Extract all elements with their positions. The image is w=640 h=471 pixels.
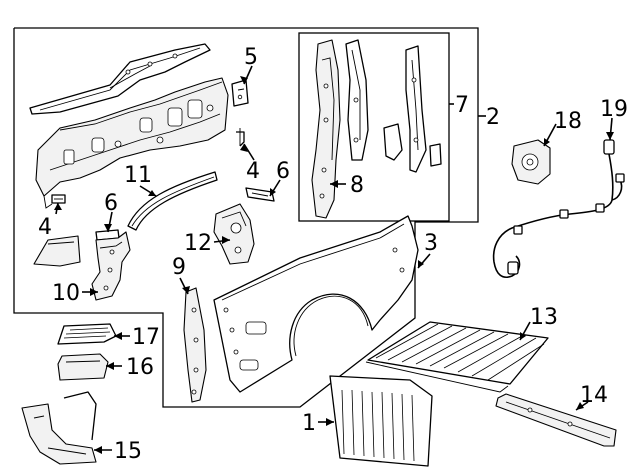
part-3-outer-panel <box>213 215 419 393</box>
part-4-clip-right <box>236 128 245 147</box>
pillar-reinforcement-part <box>383 45 442 173</box>
callout-14: 14 <box>580 383 608 408</box>
part-18-socket <box>511 139 551 185</box>
pillar-inner-part <box>345 39 369 161</box>
part-17-pad <box>57 323 117 345</box>
part-5-bracket <box>231 79 249 107</box>
callout-18: 18 <box>554 109 582 134</box>
callout-3: 3 <box>424 231 438 256</box>
part-15-strap <box>21 391 97 465</box>
callout-17: 17 <box>132 325 160 350</box>
callout-4a: 4 <box>38 215 52 240</box>
callout-16: 16 <box>126 355 154 380</box>
callout-11: 11 <box>124 163 152 188</box>
inner-panel-part <box>35 77 229 209</box>
callout-9: 9 <box>172 255 186 280</box>
part-8-pillar <box>311 39 341 219</box>
small-support-part <box>33 235 81 267</box>
assembly-7-frame <box>298 32 450 222</box>
callout-4b: 4 <box>246 159 260 184</box>
callout-labels: 1 2 3 4 4 5 6 6 7 8 9 10 11 12 13 14 15 … <box>38 45 628 464</box>
callout-2: 2 <box>486 105 500 130</box>
callout-8: 8 <box>350 173 364 198</box>
part-4-clip-left <box>51 194 66 204</box>
callout-19: 19 <box>600 97 628 122</box>
floor-sill-part <box>29 43 211 115</box>
part-14-rail <box>495 393 617 447</box>
callout-12: 12 <box>184 231 212 256</box>
callout-7: 7 <box>455 93 469 118</box>
part-1-tailgate <box>329 375 433 467</box>
callout-6b: 6 <box>276 159 290 184</box>
callout-10: 10 <box>52 281 80 306</box>
assembly-2-frame <box>13 27 479 408</box>
callout-6a: 6 <box>104 191 118 216</box>
part-13-floor <box>365 321 549 393</box>
part-10-corner-panel <box>91 231 131 301</box>
callout-1: 1 <box>302 411 316 436</box>
part-9-pillar-strip <box>183 287 207 403</box>
part-6-plate-right <box>245 187 275 202</box>
part-16-block <box>57 353 109 381</box>
callout-15: 15 <box>114 439 142 464</box>
part-12-bracket <box>213 203 255 265</box>
part-11-arch <box>127 171 218 231</box>
part-19-harness <box>492 139 625 278</box>
callout-13: 13 <box>530 305 558 330</box>
leader-lines <box>54 65 614 454</box>
callout-5: 5 <box>244 45 258 70</box>
